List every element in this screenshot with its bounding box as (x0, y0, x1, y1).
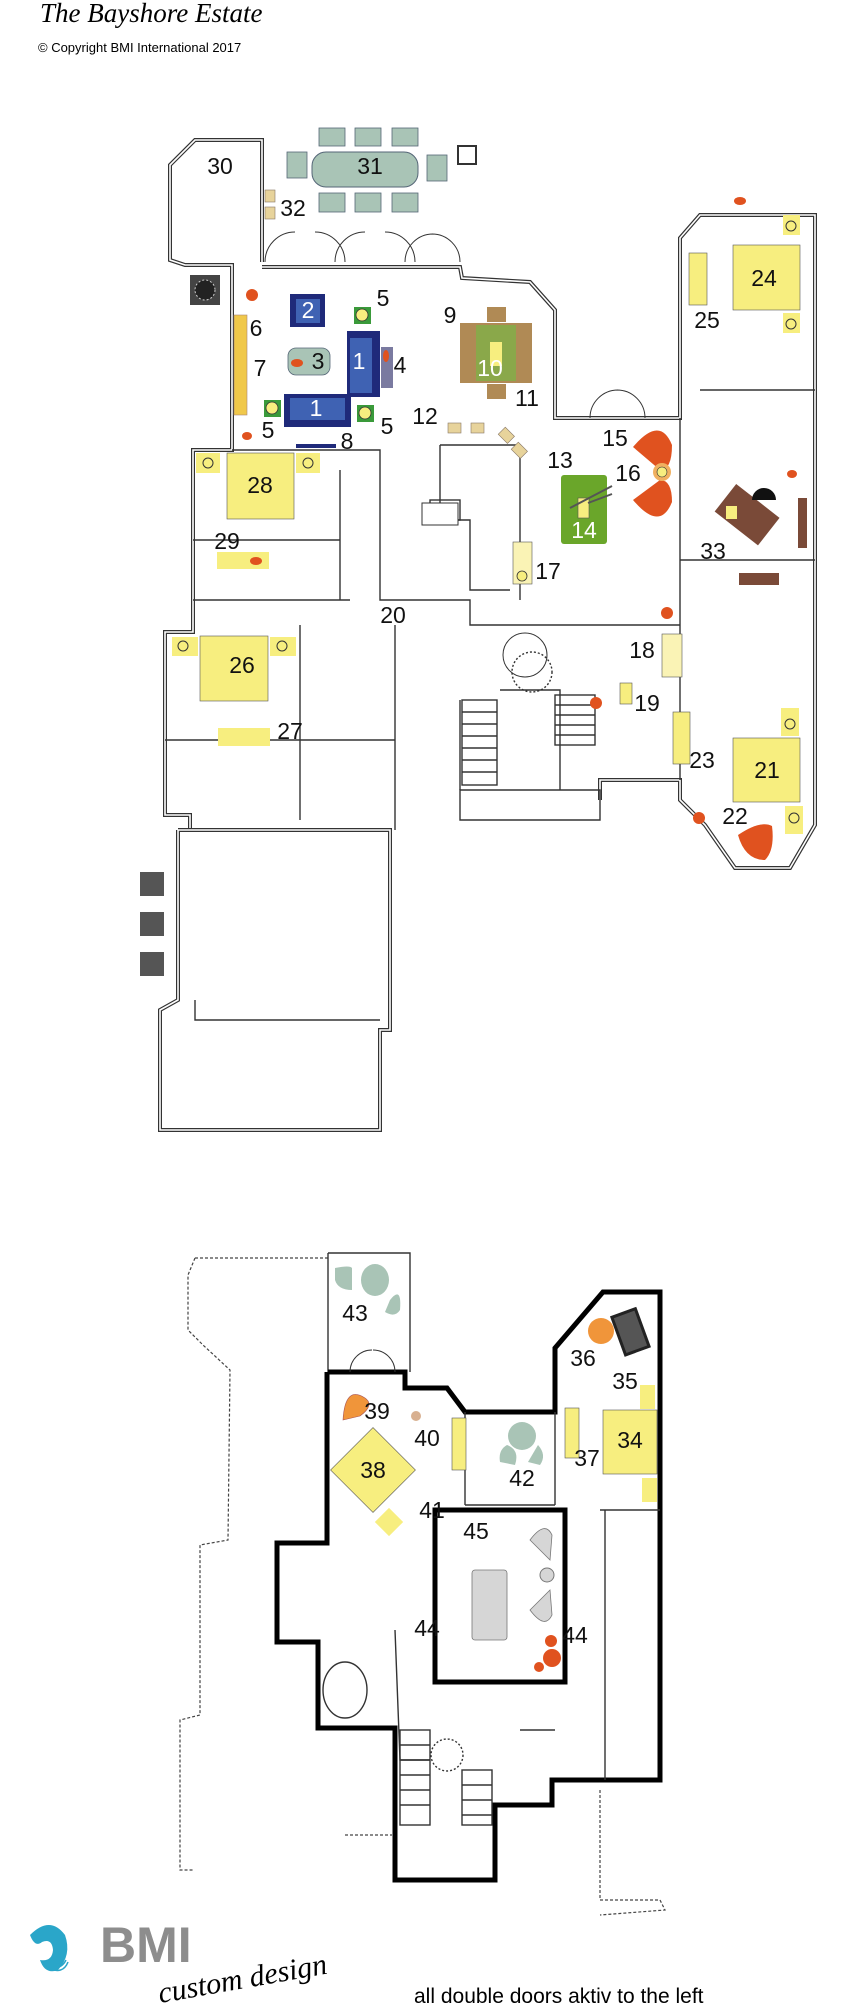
plan-title: The Bayshore Estate (40, 0, 263, 28)
bmi-logo: BMI custom design (30, 1917, 329, 2010)
bar-stool (447, 422, 462, 434)
room-label: 41 (419, 1497, 445, 1523)
plant-dot (661, 607, 673, 619)
room-label: 34 (617, 1427, 643, 1453)
room-label: 23 (689, 747, 715, 773)
bedroom-21 (672, 708, 803, 860)
room-label: 30 (207, 153, 233, 179)
room-label: 38 (360, 1457, 386, 1483)
room-label: 17 (535, 558, 561, 584)
room-label: 7 (254, 355, 267, 381)
table-10 (460, 307, 532, 399)
room-label: 25 (694, 307, 720, 333)
first-floor-walls (140, 138, 817, 1132)
second-floor-furniture (330, 1264, 658, 1672)
room-label: 1 (310, 395, 323, 421)
bedroom-24 (688, 197, 801, 333)
family-room-furniture (233, 289, 393, 448)
room-label: 31 (357, 153, 383, 179)
stool (264, 206, 276, 220)
staircase (461, 632, 596, 786)
room-label: 8 (341, 428, 354, 454)
room-label: 37 (574, 1445, 600, 1471)
bar-stool (470, 422, 485, 434)
room-label: 40 (414, 1425, 440, 1451)
room-label: 35 (612, 1368, 638, 1394)
stool (264, 189, 276, 203)
table-19 (619, 682, 633, 705)
room-label: 32 (280, 195, 306, 221)
copyright-text: © Copyright BMI International 2017 (38, 40, 242, 55)
room-label: 20 (380, 602, 406, 628)
bar-stool (497, 426, 515, 444)
cooktop-island (421, 502, 459, 526)
room-label: 16 (615, 460, 641, 486)
room-labels: 30 31 32 2 5 9 6 3 1 4 10 7 1 11 12 5 5 … (207, 153, 780, 1648)
bedroom-28 (196, 452, 320, 569)
game-table-14 (561, 475, 613, 544)
room-label: 6 (250, 315, 263, 341)
bar-stool (510, 441, 528, 459)
room-label: 43 (342, 1300, 368, 1326)
plant-dot (590, 697, 602, 709)
room-label: 22 (722, 803, 748, 829)
lounge-chairs-15 (633, 430, 672, 517)
room-label: 4 (394, 352, 407, 378)
room-label: 1 (353, 348, 366, 374)
room-label: 5 (381, 413, 394, 439)
room-label: 11 (515, 385, 539, 411)
room-label: 18 (629, 637, 655, 663)
room-label: 26 (229, 652, 255, 678)
room-label: 9 (444, 302, 457, 328)
room-label: 39 (364, 1398, 390, 1424)
room-label: 5 (262, 417, 275, 443)
garage (140, 828, 392, 1132)
room-label: 36 (570, 1345, 596, 1371)
room-label: 5 (377, 285, 390, 311)
room-label: 12 (412, 403, 438, 429)
room-label: 10 (477, 355, 503, 381)
room-label: 21 (754, 757, 780, 783)
room-label: 28 (247, 472, 273, 498)
dining-set-31 (286, 127, 448, 213)
room-label: 44 (562, 1622, 588, 1648)
room-label: 27 (277, 718, 303, 744)
room-label: 15 (602, 425, 628, 451)
room-label: 33 (700, 538, 726, 564)
room-label: 14 (571, 517, 597, 543)
room-label: 3 (312, 348, 325, 374)
logo-swirl-icon (30, 1925, 68, 1972)
room-label: 42 (509, 1465, 535, 1491)
bedroom-26 (172, 635, 296, 746)
room-label: 19 (634, 690, 660, 716)
room-label: 29 (214, 528, 240, 554)
room-label: 2 (302, 297, 315, 323)
table-18 (661, 633, 683, 678)
office-33 (714, 470, 807, 585)
room-label: 44 (414, 1615, 440, 1641)
upper-staircase (399, 1729, 493, 1826)
room-label: 13 (547, 447, 573, 473)
logo-brand: BMI (100, 1917, 192, 1973)
room-label: 45 (463, 1518, 489, 1544)
door-note: all double doors aktiv to the left (414, 1985, 704, 2008)
room-label: 24 (751, 265, 777, 291)
